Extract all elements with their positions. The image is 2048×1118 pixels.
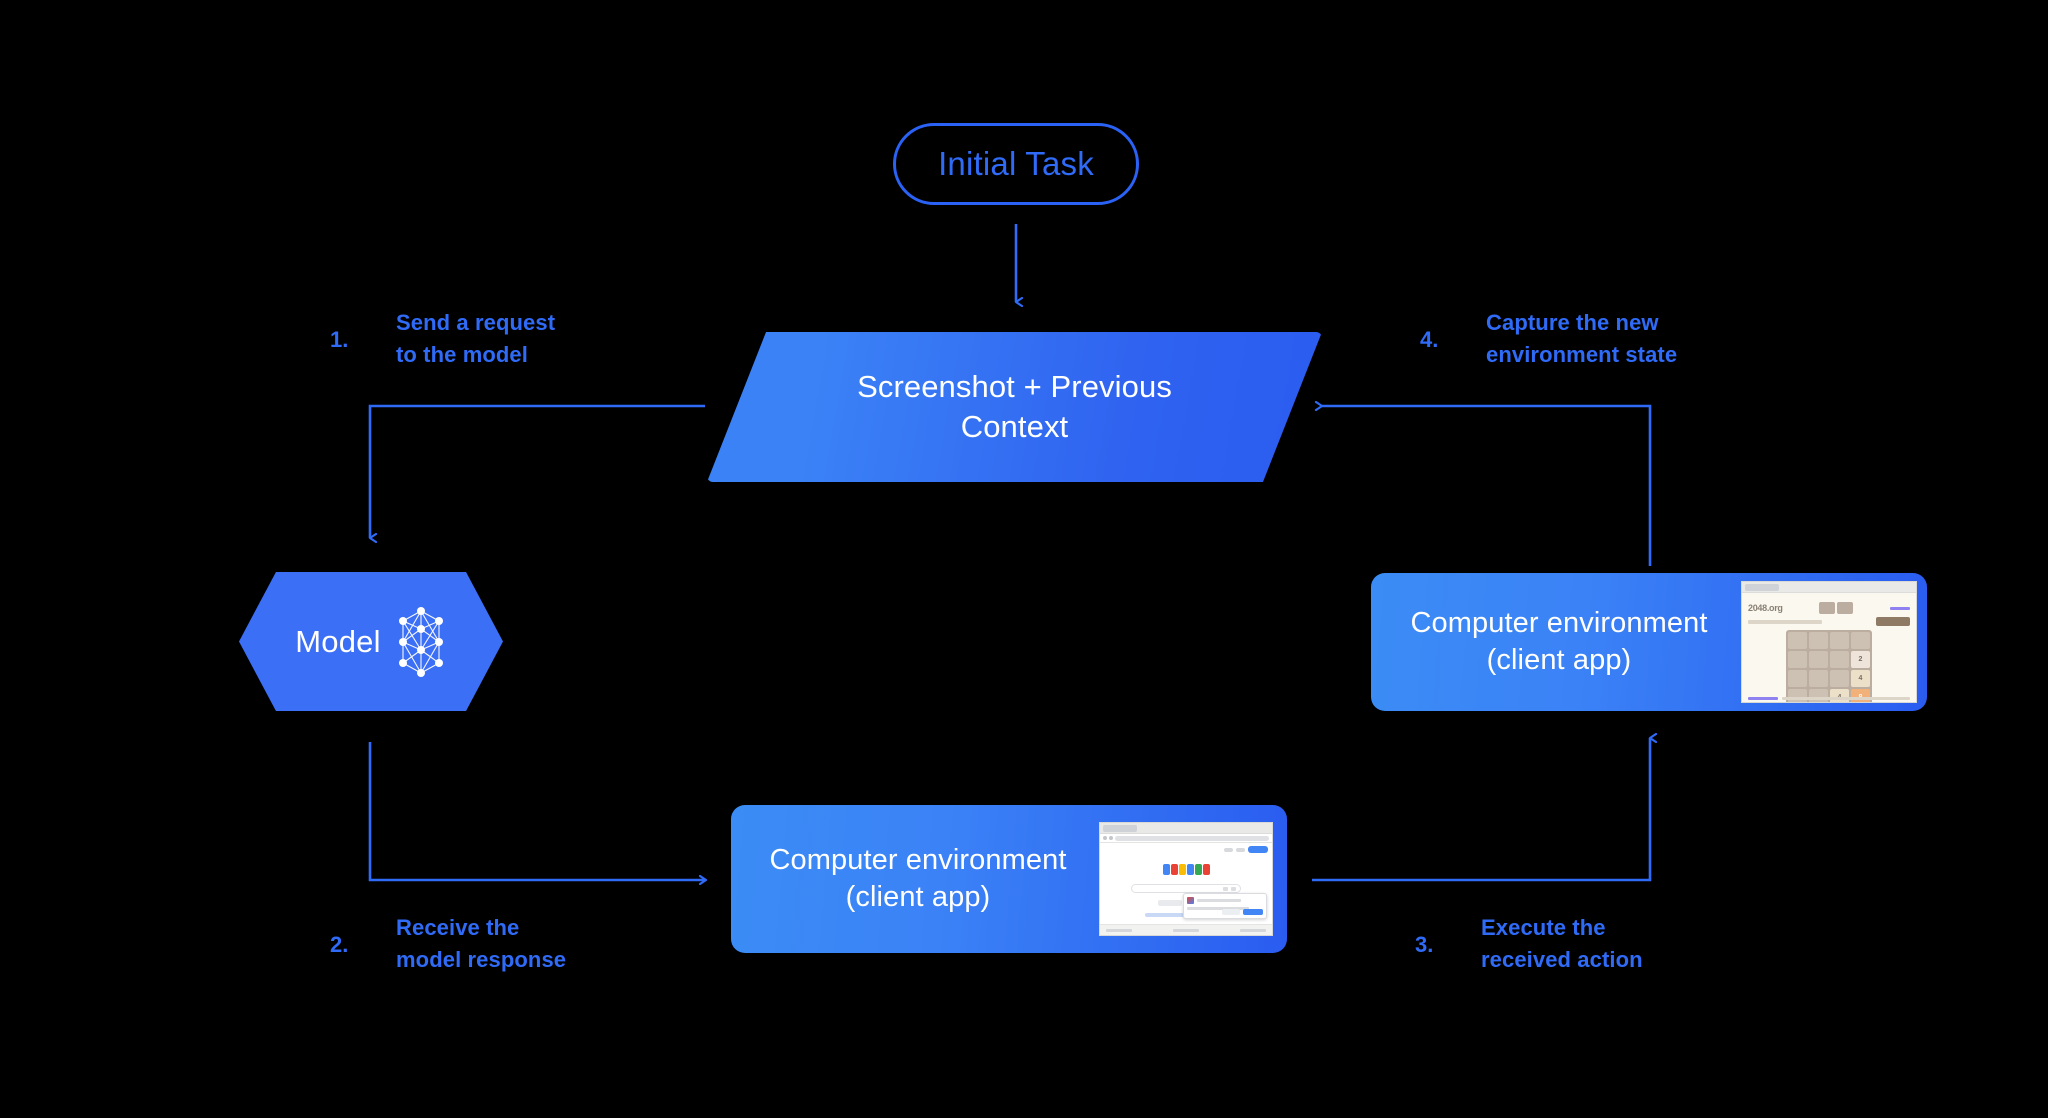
google-footer bbox=[1100, 924, 1272, 935]
tile bbox=[1788, 632, 1807, 649]
dialog-icon bbox=[1187, 897, 1194, 904]
step-text-4: Capture the new environment state bbox=[1486, 310, 1678, 367]
tile: 4 bbox=[1830, 689, 1849, 702]
dialog-actions bbox=[1222, 909, 1263, 915]
tile bbox=[1809, 651, 1828, 668]
step-number-3: 3. bbox=[1415, 932, 1434, 957]
computer-environment-top-right-label: Computer environment (client app) bbox=[1410, 606, 1708, 676]
step-text-2: Receive the model response bbox=[396, 915, 567, 972]
game-2048-header: 2048.org bbox=[1748, 602, 1910, 614]
initial-task-node[interactable]: Initial Task bbox=[893, 123, 1139, 205]
tile bbox=[1809, 632, 1828, 649]
google-page bbox=[1100, 843, 1272, 935]
step-number-4: 4. bbox=[1420, 327, 1439, 352]
tile bbox=[1809, 689, 1828, 702]
tile bbox=[1830, 632, 1849, 649]
game-2048-title: 2048.org bbox=[1748, 603, 1783, 613]
computer-environment-bottom-label: Computer environment (client app) bbox=[769, 843, 1067, 913]
dialog-cancel-button[interactable] bbox=[1222, 909, 1240, 915]
model-node-label: Model bbox=[295, 623, 381, 659]
browser-tab bbox=[1745, 583, 1779, 591]
context-node[interactable]: Screenshot + Previous Context bbox=[707, 332, 1322, 482]
tile: 8 bbox=[1851, 689, 1870, 702]
google-logo bbox=[1162, 861, 1210, 875]
thumbnail-url-bar[interactable] bbox=[1100, 834, 1272, 843]
browser-tab bbox=[1103, 824, 1137, 832]
dialog-body-line bbox=[1187, 907, 1249, 910]
connector-bottom-env-to-top-right-env bbox=[1312, 738, 1650, 882]
best-score-box bbox=[1837, 602, 1854, 614]
tile: 2 bbox=[1851, 651, 1870, 668]
thumbnail-browser-chrome bbox=[1742, 582, 1916, 593]
camera-search-icon[interactable] bbox=[1231, 886, 1236, 891]
nav-link[interactable] bbox=[1890, 606, 1910, 610]
forward-icon bbox=[1109, 836, 1113, 840]
tile bbox=[1851, 632, 1870, 649]
gmail-link[interactable] bbox=[1224, 847, 1233, 852]
step-label-3: 3. Execute the received action bbox=[1415, 912, 1643, 976]
google-dialog[interactable] bbox=[1183, 893, 1267, 919]
neural-network-icon bbox=[398, 606, 443, 677]
footer-link[interactable] bbox=[1173, 928, 1199, 932]
initial-task-label: Initial Task bbox=[938, 145, 1094, 182]
footer-link[interactable] bbox=[1240, 928, 1266, 932]
score-box bbox=[1819, 602, 1836, 614]
url-field[interactable] bbox=[1115, 835, 1269, 841]
step-text-3: Execute the received action bbox=[1481, 915, 1643, 972]
game-2048-grid[interactable]: 2 4 4 8 bbox=[1786, 630, 1872, 702]
footer-link[interactable] bbox=[1748, 697, 1778, 700]
new-game-button[interactable] bbox=[1876, 617, 1910, 626]
dialog-header bbox=[1187, 897, 1263, 904]
google-header-actions bbox=[1224, 846, 1268, 853]
voice-search-icon[interactable] bbox=[1223, 886, 1228, 891]
tile bbox=[1788, 670, 1807, 687]
game-2048-links bbox=[1890, 606, 1910, 610]
tile bbox=[1809, 670, 1828, 687]
game-2048-footer bbox=[1748, 697, 1910, 700]
tile: 4 bbox=[1851, 670, 1870, 687]
dialog-confirm-button[interactable] bbox=[1243, 909, 1263, 915]
thumbnail-browser-chrome bbox=[1100, 823, 1272, 834]
google-search-input[interactable] bbox=[1131, 884, 1241, 893]
thumbnail-2048-game: 2048.org bbox=[1741, 581, 1917, 703]
step-number-2: 2. bbox=[330, 932, 349, 957]
back-icon bbox=[1103, 836, 1107, 840]
tile bbox=[1830, 651, 1849, 668]
tile bbox=[1788, 651, 1807, 668]
game-2048-scoreboard bbox=[1819, 602, 1854, 614]
footer-text bbox=[1782, 697, 1910, 700]
connector-top-right-env-to-context bbox=[1322, 406, 1652, 566]
google-search-button[interactable] bbox=[1158, 900, 1182, 906]
step-number-1: 1. bbox=[330, 327, 349, 352]
sign-in-button[interactable] bbox=[1248, 846, 1268, 853]
connector-model-to-bottom-env bbox=[368, 742, 706, 880]
tile bbox=[1830, 670, 1849, 687]
tile bbox=[1788, 689, 1807, 702]
game-2048-subheader bbox=[1748, 617, 1910, 626]
model-node[interactable]: Model bbox=[239, 572, 503, 711]
footer-link[interactable] bbox=[1106, 928, 1132, 932]
computer-environment-bottom[interactable]: Computer environment (client app) bbox=[731, 805, 1287, 953]
game-2048-page: 2048.org bbox=[1742, 593, 1916, 702]
connector-context-to-model bbox=[368, 404, 705, 538]
images-link[interactable] bbox=[1236, 847, 1245, 852]
computer-environment-top-right[interactable]: Computer environment (client app) 2048.o… bbox=[1371, 573, 1927, 711]
step-label-2: 2. Receive the model response bbox=[330, 912, 566, 976]
context-node-label: Screenshot + Previous Context bbox=[857, 369, 1172, 444]
step-label-1: 1. Send a request to the model bbox=[330, 307, 555, 371]
game-2048-instructions bbox=[1748, 619, 1822, 624]
dialog-title bbox=[1197, 899, 1241, 902]
step-text-1: Send a request to the model bbox=[396, 310, 556, 367]
step-label-4: 4. Capture the new environment state bbox=[1420, 307, 1677, 371]
thumbnail-google-search bbox=[1099, 822, 1273, 936]
